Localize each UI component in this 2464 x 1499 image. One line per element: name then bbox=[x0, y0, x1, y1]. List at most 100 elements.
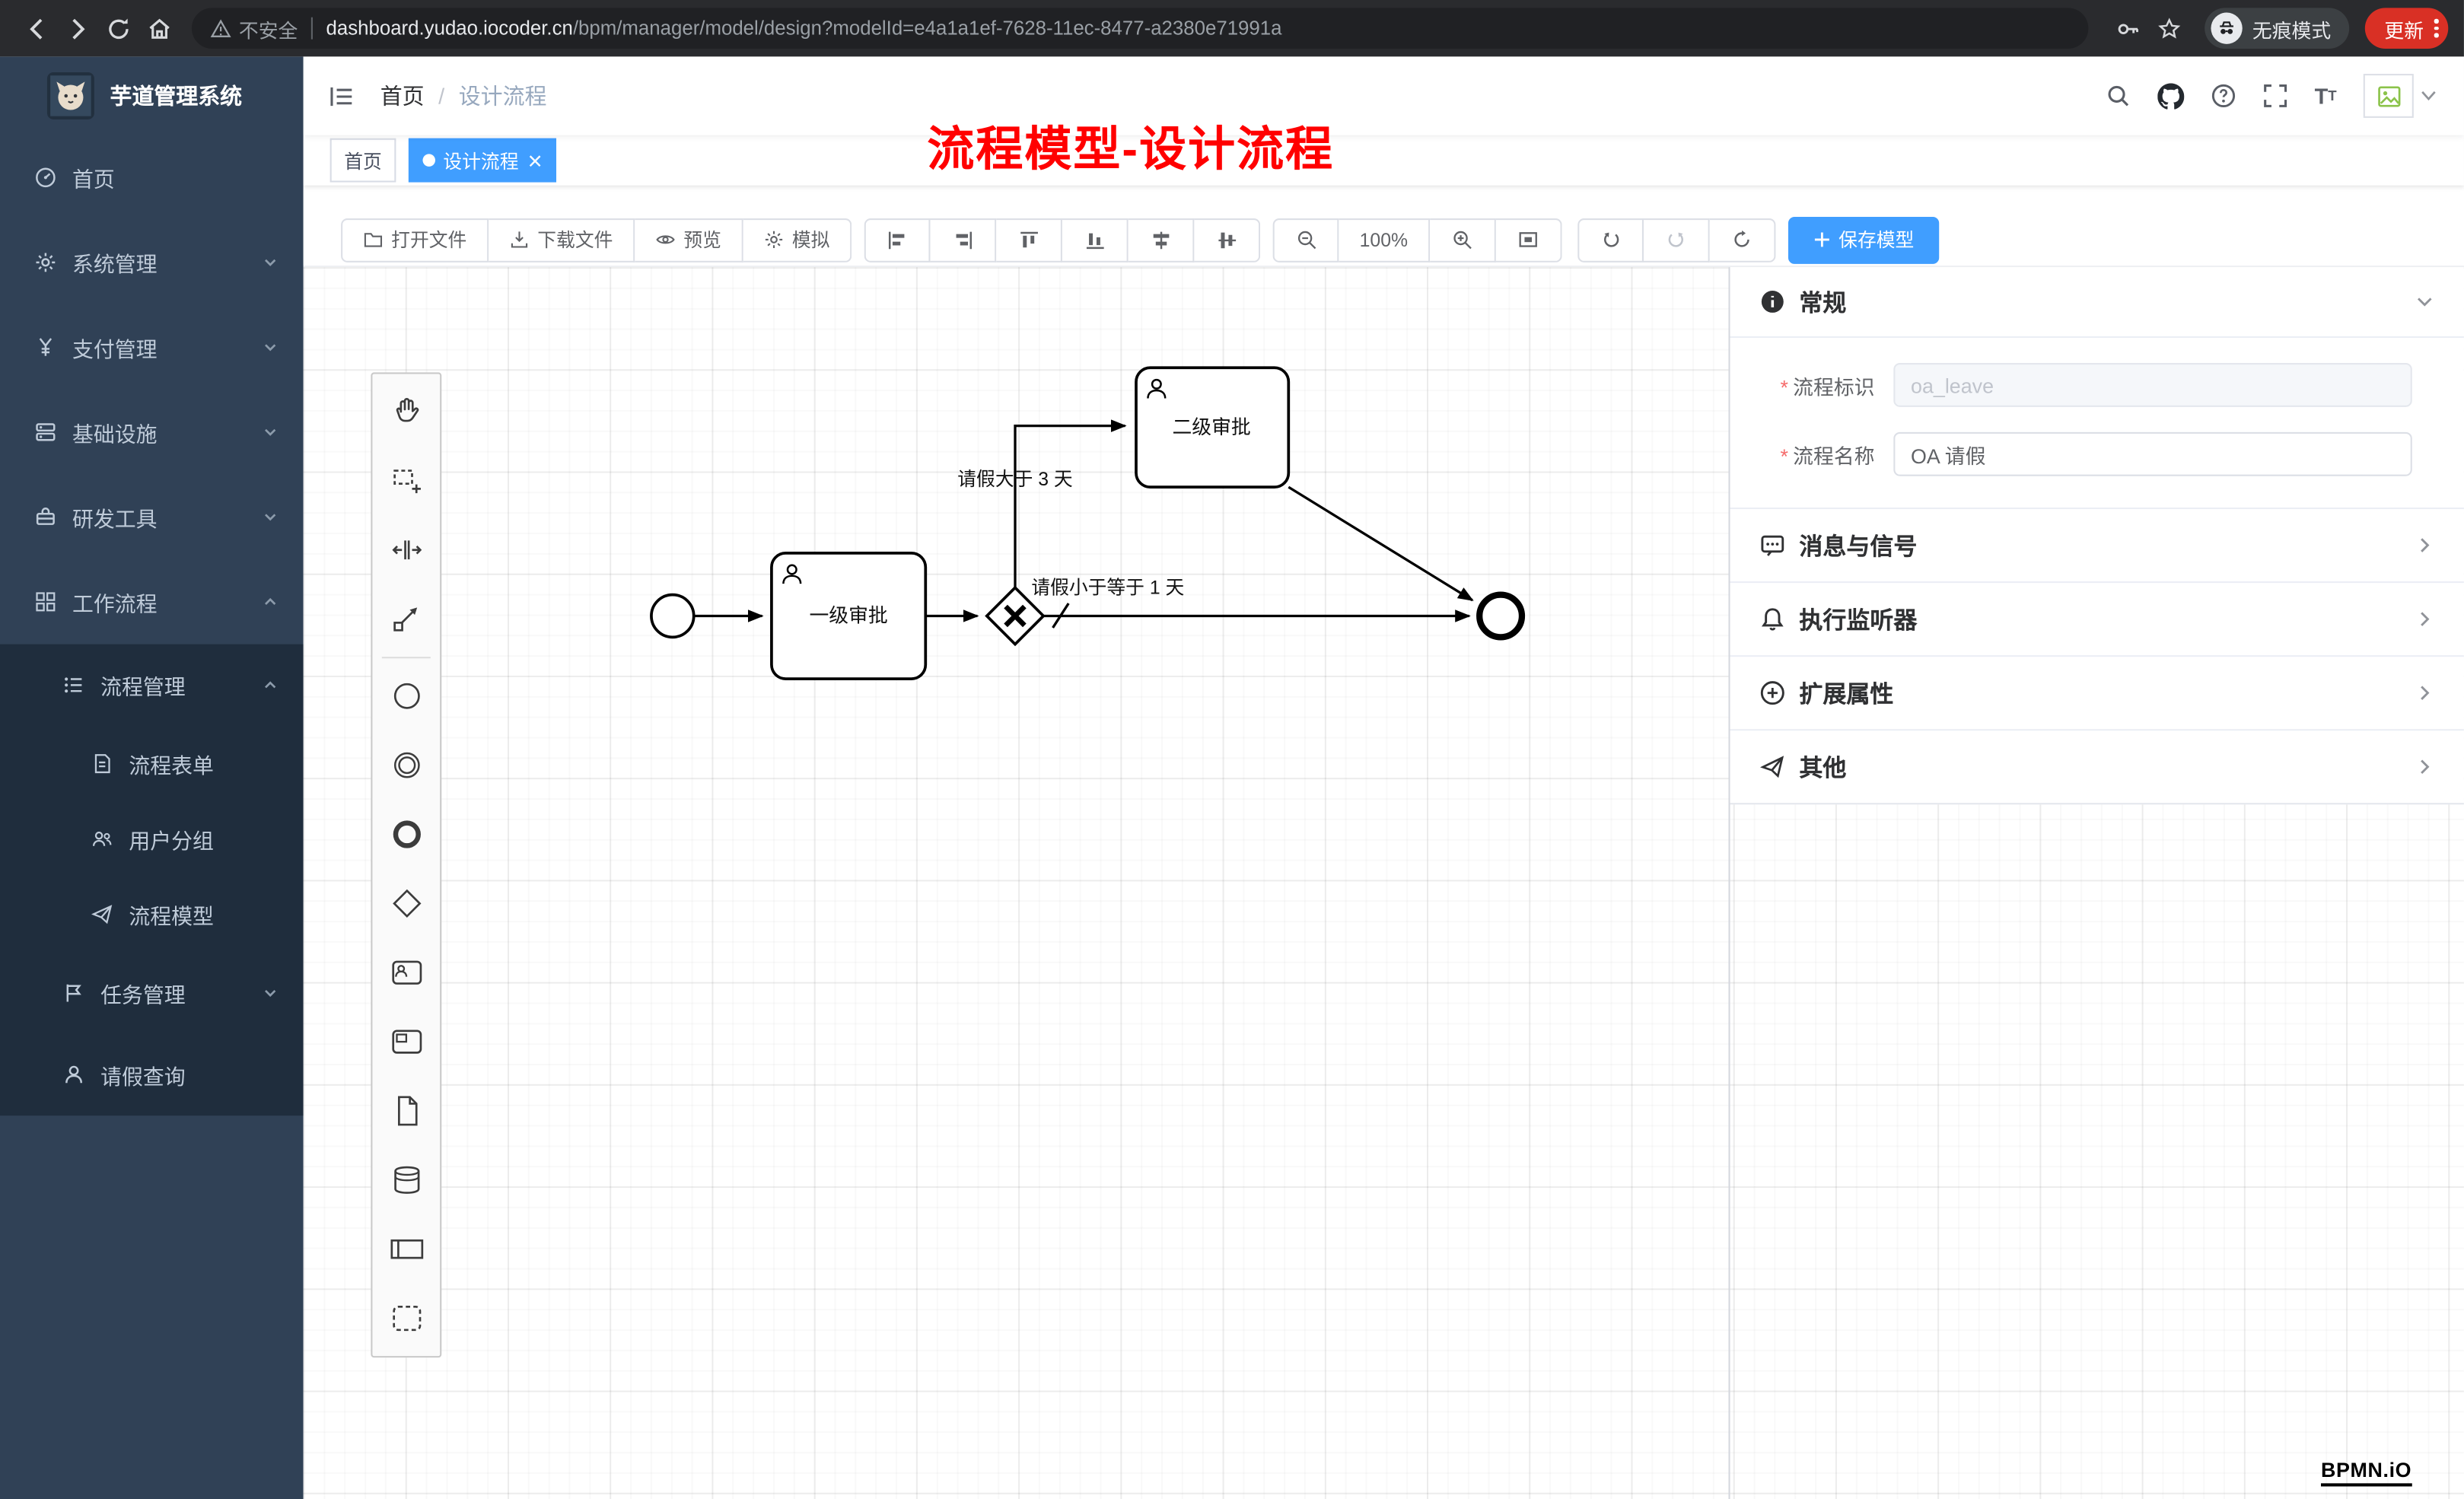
tag-design-process[interactable]: 设计流程 bbox=[408, 138, 557, 183]
sidebar-item-user-group[interactable]: 用户分组 bbox=[0, 801, 304, 877]
zoom-in-button[interactable] bbox=[1430, 218, 1497, 262]
sequence-flow-task2-to-end[interactable] bbox=[1288, 485, 1474, 602]
flow-label-le[interactable]: 请假小于等于 1 天 bbox=[1031, 578, 1184, 599]
sidebar-item-leave-query[interactable]: 请假查询 bbox=[0, 1034, 304, 1115]
header-search-button[interactable] bbox=[2106, 83, 2131, 108]
align-center-vertical-button[interactable] bbox=[1194, 218, 1261, 262]
palette-create-participant[interactable] bbox=[372, 1214, 440, 1284]
sidebar-item-home[interactable]: 首页 bbox=[0, 135, 304, 221]
flow-label-gt[interactable]: 请假大于 3 天 bbox=[957, 469, 1072, 490]
align-right-button[interactable] bbox=[930, 218, 997, 262]
align-center-horizontal-button[interactable] bbox=[1128, 218, 1195, 262]
palette-hand-tool[interactable] bbox=[372, 377, 440, 447]
palette-create-gateway[interactable] bbox=[372, 869, 440, 938]
gear-icon bbox=[765, 231, 783, 249]
align-bottom-button[interactable] bbox=[1062, 218, 1129, 262]
process-key-input[interactable] bbox=[1893, 363, 2412, 407]
sidebar-item-process-form[interactable]: 流程表单 bbox=[0, 726, 304, 801]
github-link-button[interactable] bbox=[2157, 82, 2185, 109]
palette-create-data-object[interactable] bbox=[372, 1077, 440, 1146]
sidebar-item-workflow[interactable]: 工作流程 bbox=[0, 559, 304, 644]
simulate-button[interactable]: 模拟 bbox=[743, 218, 852, 262]
gateway-x-icon bbox=[1004, 604, 1027, 628]
sidebar-item-devtools[interactable]: 研发工具 bbox=[0, 475, 304, 560]
palette-create-start-event[interactable] bbox=[372, 661, 440, 730]
home-button[interactable] bbox=[138, 8, 180, 49]
palette-space-tool[interactable] bbox=[372, 515, 440, 584]
palette-create-user-task[interactable] bbox=[372, 938, 440, 1007]
panel-section-listeners[interactable]: 执行监听器 bbox=[1730, 581, 2464, 655]
properties-panel: 常规 *流程标识 *流程名称 bbox=[1730, 267, 2464, 805]
palette-global-connect-tool[interactable] bbox=[372, 584, 440, 654]
sidebar-item-payment[interactable]: 支付管理 bbox=[0, 305, 304, 390]
sidebar-item-process-model[interactable]: 流程模型 bbox=[0, 877, 304, 952]
security-label[interactable]: 不安全 bbox=[238, 19, 298, 42]
zoom-level-button[interactable]: 100% bbox=[1339, 218, 1431, 262]
fullscreen-button[interactable] bbox=[2262, 83, 2287, 108]
undo-button[interactable] bbox=[1577, 218, 1644, 262]
section-title: 执行监听器 bbox=[1799, 607, 1918, 635]
paper-plane-icon bbox=[1760, 754, 1785, 779]
open-file-button[interactable]: 打开文件 bbox=[341, 218, 489, 262]
back-button[interactable] bbox=[16, 8, 57, 49]
align-top-button[interactable] bbox=[996, 218, 1063, 262]
bpmn-io-watermark[interactable]: BPMN.iO bbox=[2321, 1458, 2412, 1487]
bookmark-star-button[interactable] bbox=[2149, 8, 2190, 49]
lasso-icon bbox=[393, 469, 420, 494]
list-icon bbox=[65, 677, 82, 693]
browser-update-button[interactable]: 更新 bbox=[2365, 8, 2449, 49]
fit-viewport-button[interactable] bbox=[1496, 218, 1562, 262]
space-tool-icon bbox=[391, 540, 422, 560]
bpmn-canvas[interactable]: 一级审批 二级审批 bbox=[303, 267, 2464, 1499]
app-logo-row[interactable]: 芋道管理系统 bbox=[0, 56, 304, 135]
bpmn-start-event[interactable] bbox=[650, 593, 696, 639]
bpmn-task-first-approval[interactable]: 一级审批 bbox=[770, 552, 928, 680]
panel-section-extended-attributes[interactable]: 扩展属性 bbox=[1730, 655, 2464, 729]
palette-create-data-store[interactable] bbox=[372, 1145, 440, 1214]
toolbox-icon bbox=[36, 508, 55, 525]
sidebar-item-system[interactable]: 系统管理 bbox=[0, 220, 304, 305]
close-icon[interactable] bbox=[528, 153, 543, 167]
align-center-horizontal-icon bbox=[1152, 231, 1169, 249]
sidebar-item-process-management[interactable]: 流程管理 bbox=[0, 644, 304, 726]
save-model-button[interactable]: 保存模型 bbox=[1788, 215, 1940, 263]
breadcrumb-home[interactable]: 首页 bbox=[380, 83, 425, 109]
panel-section-other[interactable]: 其他 bbox=[1730, 729, 2464, 803]
reload-button[interactable] bbox=[97, 8, 138, 49]
hamburger-button[interactable] bbox=[329, 82, 355, 109]
process-name-input[interactable] bbox=[1893, 431, 2412, 476]
forward-arrow-icon bbox=[72, 18, 84, 39]
redo-button[interactable] bbox=[1644, 218, 1710, 262]
palette-create-group[interactable] bbox=[372, 1284, 440, 1353]
sidebar-item-infrastructure[interactable]: 基础设施 bbox=[0, 390, 304, 475]
browser-menu-icon[interactable] bbox=[2434, 19, 2439, 38]
fullscreen-icon bbox=[2264, 84, 2287, 107]
forward-button[interactable] bbox=[56, 8, 97, 49]
restart-button[interactable] bbox=[1709, 218, 1776, 262]
address-bar[interactable]: 不安全 dashboard.yudao.iocoder.cn /bpm/mana… bbox=[191, 8, 2090, 49]
help-button[interactable] bbox=[2211, 83, 2236, 108]
sidebar-item-task-management[interactable]: 任务管理 bbox=[0, 952, 304, 1033]
palette-separator bbox=[381, 657, 431, 659]
palette-lasso-tool[interactable] bbox=[372, 446, 440, 515]
download-file-button[interactable]: 下载文件 bbox=[489, 218, 635, 262]
user-menu[interactable] bbox=[2363, 74, 2436, 118]
bpmn-end-event[interactable] bbox=[1476, 591, 1526, 641]
palette-create-intermediate-event[interactable] bbox=[372, 730, 440, 800]
password-key-button[interactable] bbox=[2108, 8, 2149, 49]
tag-home[interactable]: 首页 bbox=[329, 138, 396, 183]
bpmn-task-second-approval[interactable]: 二级审批 bbox=[1135, 366, 1291, 489]
breadcrumb: 首页 / 设计流程 bbox=[380, 80, 547, 111]
zoom-out-button[interactable] bbox=[1272, 218, 1339, 262]
palette-create-service-task[interactable] bbox=[372, 1007, 440, 1077]
bpmn-exclusive-gateway[interactable] bbox=[985, 585, 1046, 647]
sequence-flow-gateway-to-task2[interactable] bbox=[1014, 419, 1127, 588]
palette-create-end-event[interactable] bbox=[372, 800, 440, 869]
panel-section-general[interactable]: 常规 bbox=[1730, 267, 2464, 338]
caret-down-icon bbox=[2421, 91, 2436, 101]
align-left-button[interactable] bbox=[864, 218, 931, 262]
panel-section-messages[interactable]: 消息与信号 bbox=[1730, 507, 2464, 581]
preview-button[interactable]: 预览 bbox=[635, 218, 743, 262]
